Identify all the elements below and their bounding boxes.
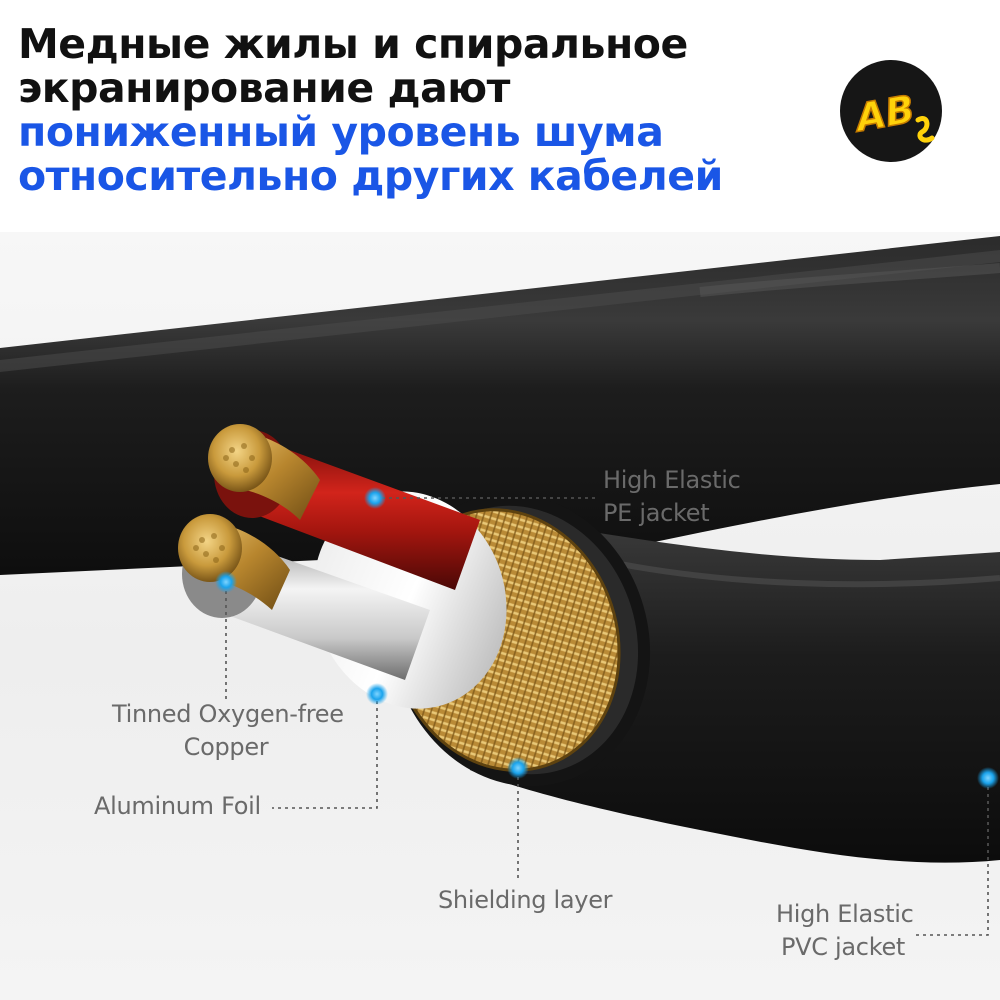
headline-line-2: экранирование дают: [18, 64, 510, 112]
brand-logo: AB: [840, 60, 942, 162]
label-pvc-jacket: High Elastic PVC jacket: [776, 898, 914, 964]
headline-line-4: относительно других кабелей: [18, 152, 723, 200]
label-pe-jacket: High Elastic PE jacket: [603, 464, 741, 530]
label-pe-jacket-line-1: High Elastic: [603, 466, 741, 494]
label-copper: Tinned Oxygen-free Copper: [112, 698, 344, 764]
headline-line-3: пониженный уровень шума: [18, 108, 664, 156]
label-pvc-jacket-line-1: High Elastic: [776, 900, 914, 928]
label-pe-jacket-line-2: PE jacket: [603, 499, 710, 527]
callout-marker-dots: [215, 487, 999, 789]
headline: Медные жилы и спиральное экранирование д…: [18, 22, 818, 198]
headline-line-1: Медные жилы и спиральное: [18, 20, 688, 68]
label-copper-line-2: Copper: [183, 733, 269, 761]
label-copper-line-1: Tinned Oxygen-free: [112, 700, 344, 728]
label-aluminum-foil: Aluminum Foil: [94, 792, 261, 820]
label-shielding-layer: Shielding layer: [438, 886, 613, 914]
label-pvc-jacket-line-2: PVC jacket: [780, 933, 906, 961]
